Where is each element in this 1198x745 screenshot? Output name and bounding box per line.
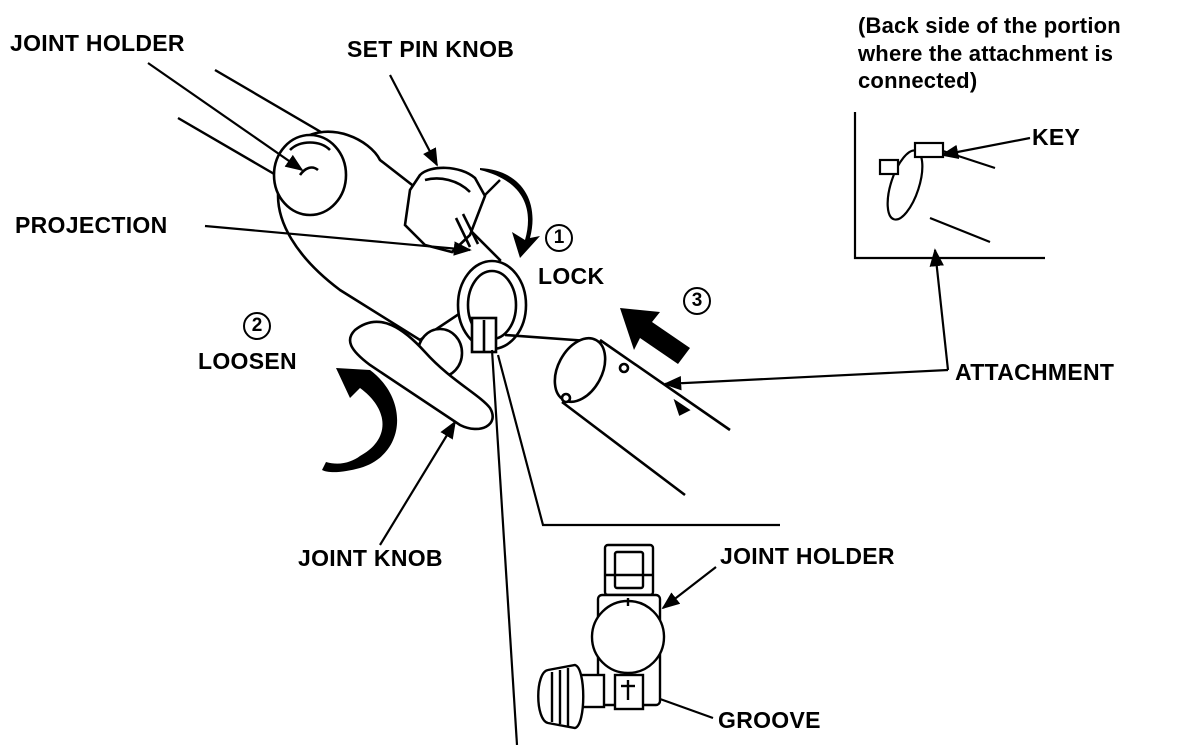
label-groove: GROOVE: [718, 707, 821, 733]
step-number-loosen: 2: [243, 312, 271, 340]
label-projection: PROJECTION: [15, 212, 168, 238]
leader-detail-vertical: [490, 349, 519, 745]
label-joint-knob: JOINT KNOB: [298, 545, 443, 571]
leader-attachment: [663, 368, 949, 391]
leader-key: [940, 136, 1031, 159]
label-attachment: ATTACHMENT: [955, 359, 1115, 385]
inset-note-line-1: (Back side of the portion: [858, 13, 1121, 38]
label-lock: LOCK: [538, 263, 605, 289]
leader-projection: [204, 224, 472, 256]
lock-rotation-arrow: [480, 168, 540, 258]
loosen-rotation-arrow: [322, 368, 398, 473]
leader-attachment-inset: [929, 248, 950, 371]
leader-set-pin-knob: [389, 74, 438, 167]
clamp-ring: [456, 259, 528, 354]
leader-joint-holder-top: [147, 62, 304, 172]
insert-arrow: [620, 308, 690, 364]
leader-joint-holder-detail: [661, 566, 717, 610]
label-loosen: LOOSEN: [198, 348, 297, 374]
detail-joint-holder: [537, 543, 666, 730]
label-key: KEY: [1032, 124, 1081, 150]
step-number-lock: 1: [545, 224, 573, 252]
inset-back-side: [853, 112, 1045, 260]
leader-detail: [496, 354, 780, 527]
inset-note-line-3: connected): [858, 68, 978, 93]
set-pin-knob-shape: [403, 166, 487, 254]
label-joint-holder-top: JOINT HOLDER: [10, 30, 185, 56]
attachment-tube: [504, 333, 731, 497]
label-joint-holder-detail: JOINT HOLDER: [720, 543, 895, 569]
leader-joint-knob: [379, 420, 456, 546]
inset-note-line-2: where the attachment is: [858, 40, 1114, 66]
step-number-insert: 3: [683, 287, 711, 315]
joint-knob-shape: [348, 320, 494, 431]
inset-note: (Back side of the portion where the atta…: [858, 12, 1121, 95]
label-set-pin-knob: SET PIN KNOB: [347, 36, 515, 62]
